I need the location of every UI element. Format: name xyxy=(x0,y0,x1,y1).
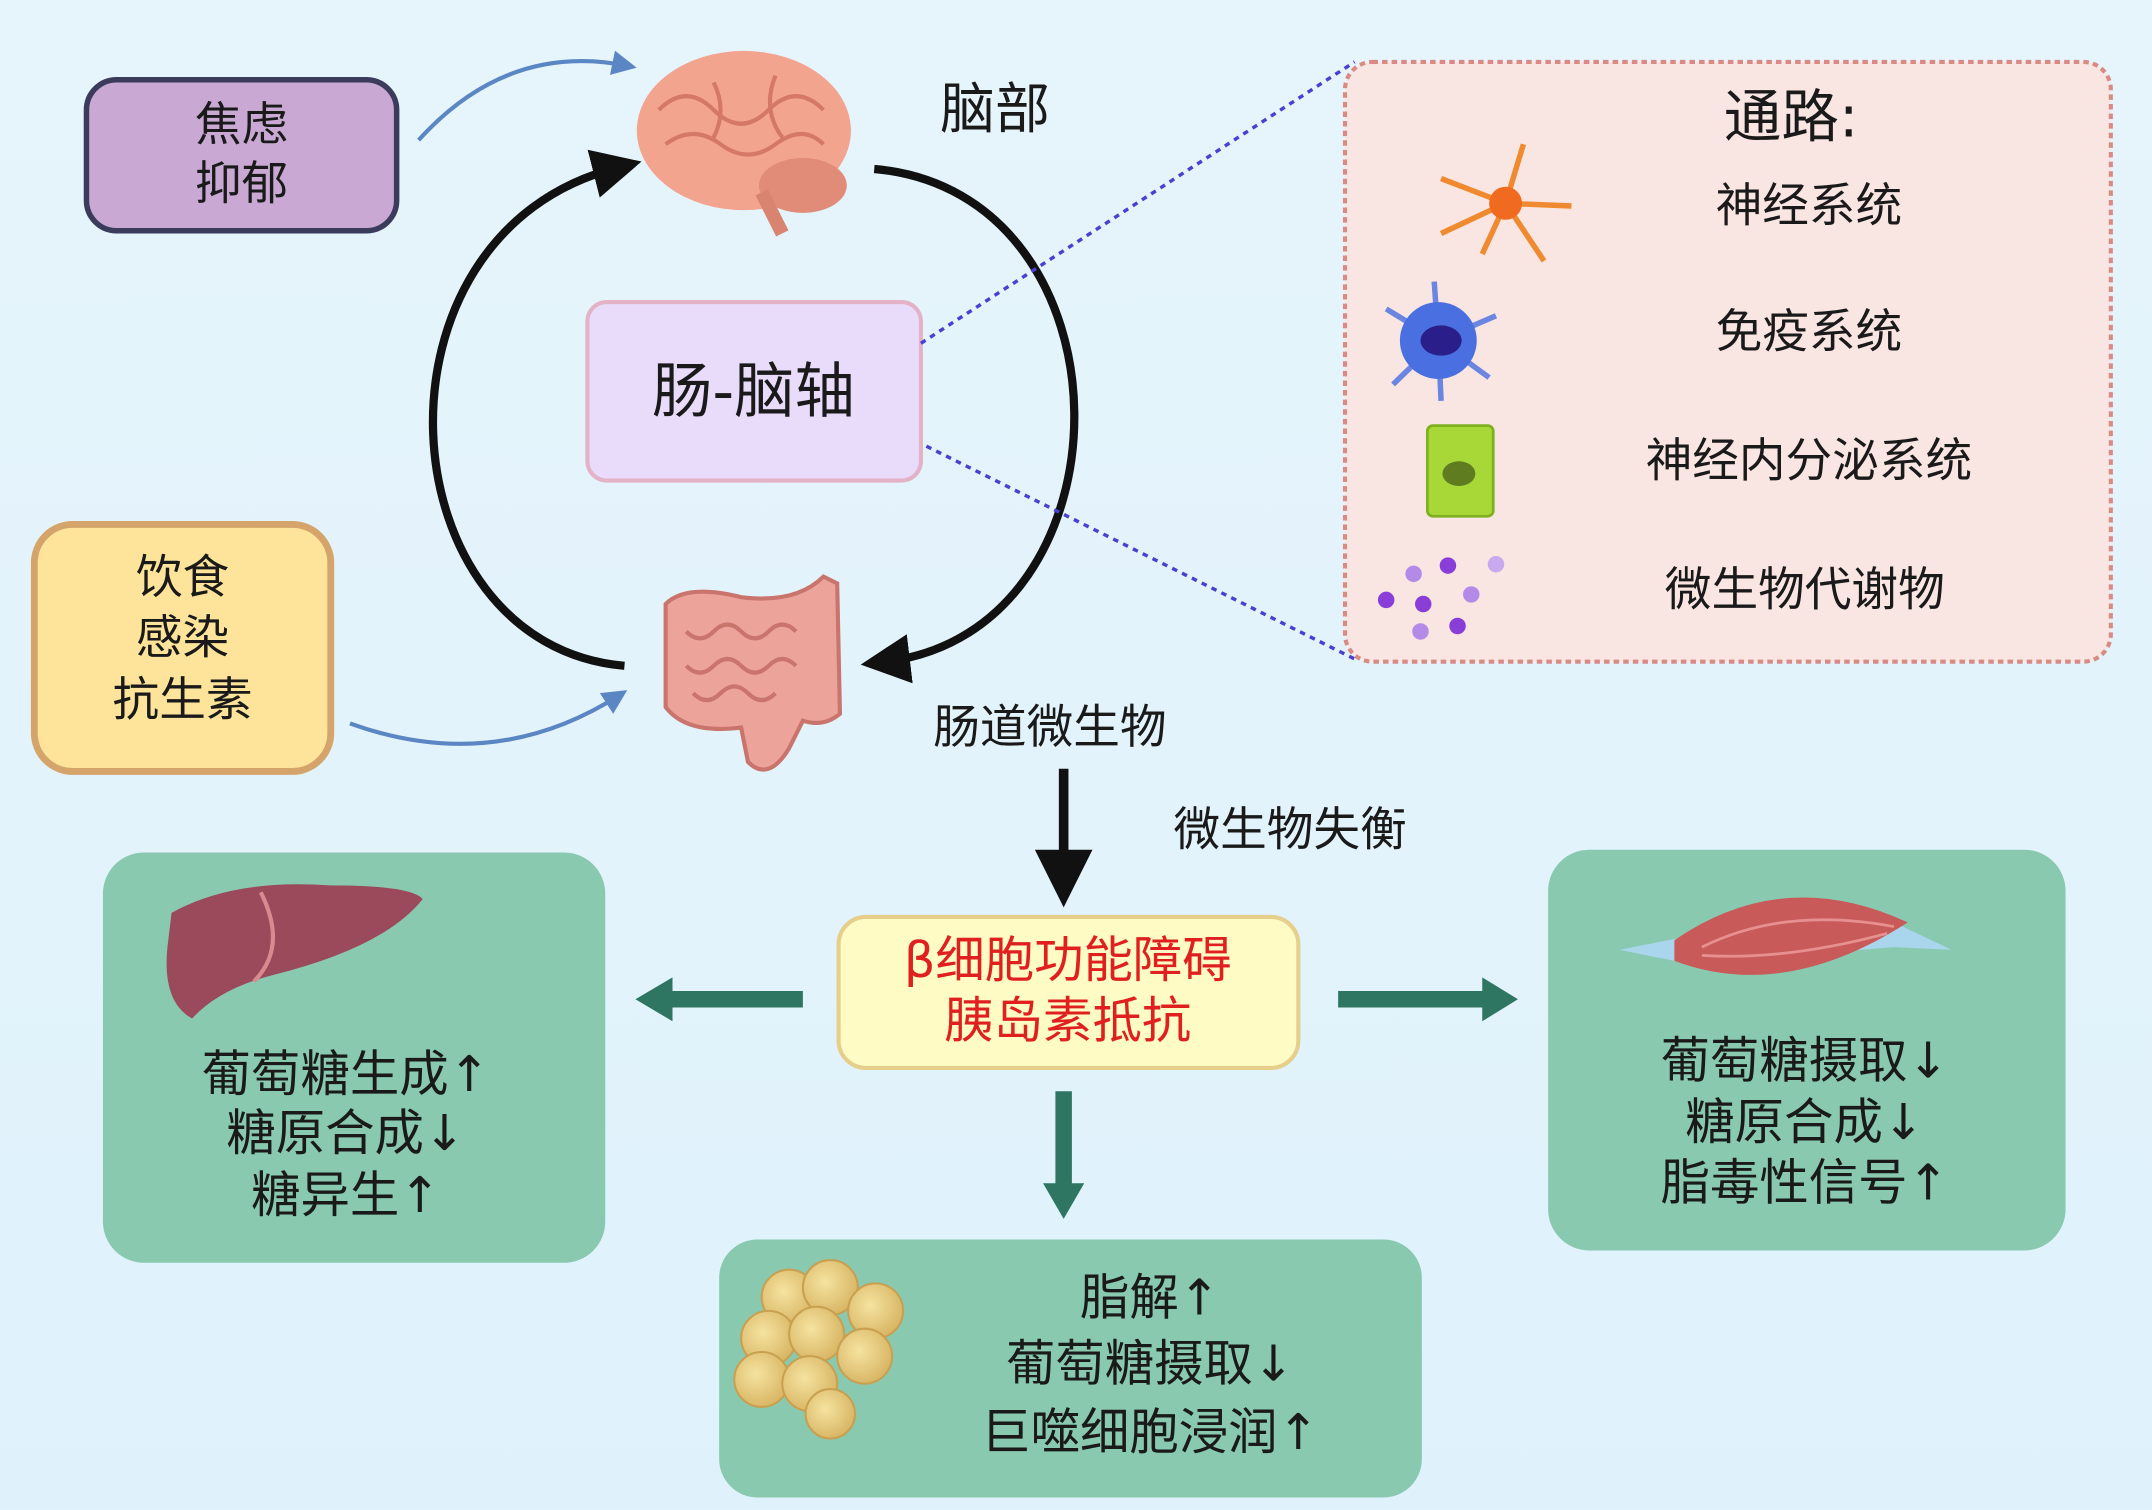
center-line: 胰岛素抵抗 xyxy=(944,992,1191,1050)
adipose-box: 脂解↑ 葡萄糖摄取↓ 巨噬细胞浸润↑ xyxy=(719,1239,1422,1498)
pathway-item: 神经内分泌系统 xyxy=(1646,435,1973,489)
axis-label: 肠-脑轴 xyxy=(652,357,855,427)
muscle-box: 葡萄糖摄取↓ 糖原合成↓ 脂毒性信号↑ xyxy=(1548,849,2066,1251)
fat-cells-icon xyxy=(733,1259,905,1440)
mood-box: 焦虑 抑郁 xyxy=(83,77,400,234)
mood-line: 抑郁 xyxy=(195,157,288,211)
factor-line: 感染 xyxy=(136,612,229,666)
pathways-panel: 通路: 神经系统 免疫系统 神经内分泌系统 微生物代谢物 xyxy=(1342,59,2113,664)
immune-cell-icon xyxy=(1384,281,1498,402)
liver-box: 葡萄糖生成↑ 糖原合成↓ 糖异生↑ xyxy=(102,852,606,1263)
pathway-item: 神经系统 xyxy=(1716,179,1903,233)
mood-line: 焦虑 xyxy=(195,98,288,152)
factor-line: 抗生素 xyxy=(113,673,253,727)
factor-line: 饮食 xyxy=(136,551,229,605)
adipose-line: 葡萄糖摄取↓ xyxy=(1006,1335,1294,1393)
pathways-title: 通路: xyxy=(1724,83,1859,151)
brain-label: 脑部 xyxy=(940,77,1050,141)
brain-icon xyxy=(636,50,851,237)
liver-icon xyxy=(166,884,423,1019)
liver-line: 糖原合成↓ xyxy=(226,1104,465,1162)
pathway-item: 免疫系统 xyxy=(1716,306,1903,360)
adipose-line: 巨噬细胞浸润↑ xyxy=(981,1403,1319,1461)
muscle-line: 糖原合成↓ xyxy=(1685,1093,1924,1151)
factors-box: 饮食 感染 抗生素 xyxy=(30,520,335,775)
connector-line xyxy=(925,444,1356,661)
green-arrows xyxy=(635,977,1518,1219)
adipose-line: 脂解↑ xyxy=(1080,1269,1220,1327)
center-box: β细胞功能障碍 胰岛素抵抗 xyxy=(836,914,1301,1070)
brain-to-gut-arrow xyxy=(860,164,1079,684)
metabolite-dots-icon xyxy=(1377,555,1505,640)
factors-to-gut-arrow xyxy=(349,690,628,746)
gut-brain-axis-box: 肠-脑轴 xyxy=(585,300,923,483)
gut-to-brain-arrow xyxy=(428,149,642,670)
to-liver-arrow xyxy=(635,977,803,1022)
muscle-line: 脂毒性信号↑ xyxy=(1661,1153,1949,1211)
muscle-icon xyxy=(1619,897,1952,975)
connector-line xyxy=(919,60,1356,345)
enteroendocrine-cell-icon xyxy=(1425,424,1495,518)
muscle-line: 葡萄糖摄取↓ xyxy=(1661,1031,1949,1089)
dysbiosis-label: 微生物失衡 xyxy=(1173,804,1406,858)
liver-line: 糖异生↑ xyxy=(251,1166,441,1224)
neuron-icon xyxy=(1439,143,1572,263)
gut-label: 肠道微生物 xyxy=(933,701,1166,755)
intestine-icon xyxy=(663,574,843,772)
to-adipose-arrow xyxy=(1043,1091,1085,1219)
liver-line: 葡萄糖生成↑ xyxy=(202,1045,490,1103)
to-muscle-arrow xyxy=(1338,977,1518,1022)
center-line: β细胞功能障碍 xyxy=(904,931,1232,989)
pathway-item: 微生物代谢物 xyxy=(1665,564,1945,618)
mood-to-brain-arrow xyxy=(417,50,637,142)
